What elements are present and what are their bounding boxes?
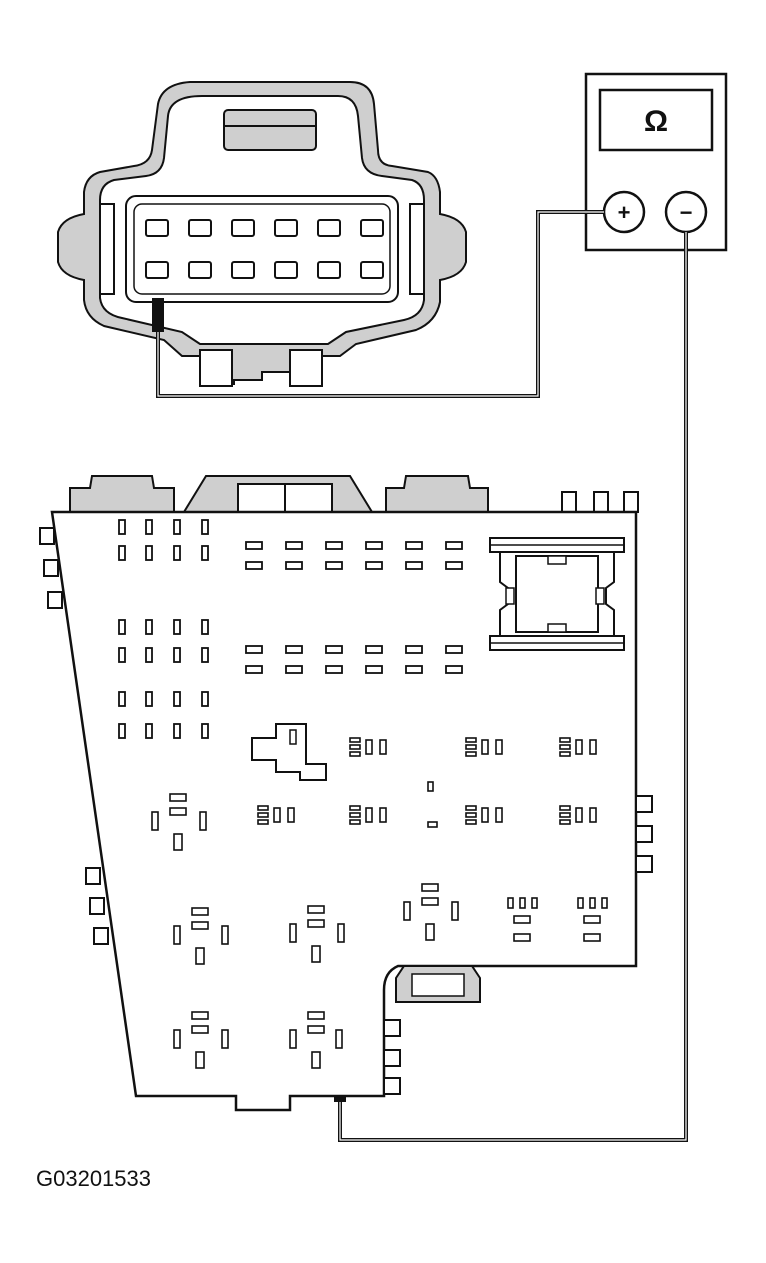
cross-relay-sockets [151, 793, 459, 1069]
fuse-slots-center [245, 541, 463, 674]
positive-probe-tip [152, 298, 164, 332]
ohmmeter: Ω + − [584, 72, 728, 252]
connector-pin [274, 219, 298, 237]
connector-pin [231, 261, 255, 279]
connector-pin [317, 261, 341, 279]
negative-terminal-symbol: − [680, 200, 693, 225]
circuit-board-module [39, 475, 653, 1112]
connector-pin [360, 261, 384, 279]
board-top-connector-right [385, 475, 489, 513]
relay-socket [251, 723, 327, 781]
connector-pin [145, 261, 169, 279]
fuse-slots-left [118, 519, 209, 739]
mini-relay-group [257, 737, 597, 828]
three-pin-relays [507, 897, 608, 942]
connector-pin [188, 261, 212, 279]
connector-pins [145, 219, 384, 279]
connector-pin [274, 261, 298, 279]
positive-terminal-symbol: + [618, 200, 631, 225]
connector-pin [145, 219, 169, 237]
connector-pin [317, 219, 341, 237]
connector-pin [360, 219, 384, 237]
ohmmeter-display-symbol: Ω [644, 105, 668, 138]
board-top-connector-left [69, 475, 175, 513]
electrical-connector [57, 81, 467, 387]
large-relay [489, 537, 625, 651]
connector-latch [223, 109, 317, 151]
connector-cavity-frame [125, 195, 399, 303]
connector-pin [188, 219, 212, 237]
figure-id: G03201533 [36, 1166, 151, 1191]
connector-pin [231, 219, 255, 237]
ohmmeter-display [598, 88, 714, 152]
positive-test-lead [152, 210, 604, 398]
